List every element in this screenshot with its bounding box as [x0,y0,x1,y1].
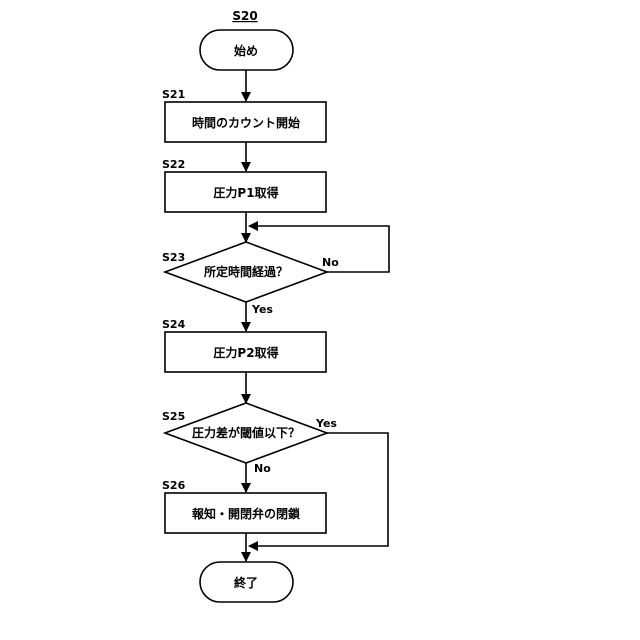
process-s24: 圧力P2取得 [165,332,326,372]
process-s21: 時間のカウント開始 [165,102,326,142]
process-s26-label: 報知・開閉弁の閉鎖 [192,506,301,521]
decision-s25: 圧力差が閾値以下？ [165,403,327,463]
step-label-s21: S21 [162,88,185,101]
edge-label-s23-yes: Yes [251,303,273,316]
diagram-title: S20 [232,9,257,23]
edge-label-s25-yes: Yes [315,417,337,430]
step-label-s25: S25 [162,410,185,423]
process-s26: 報知・開閉弁の閉鎖 [165,493,326,533]
edge-label-s23-no: No [322,256,339,269]
edge-label-s25-no: No [254,462,271,475]
step-label-s24: S24 [162,318,186,331]
decision-s23-label: 所定時間経過？ [204,264,288,279]
end-label: 終了 [234,575,258,590]
step-label-s23: S23 [162,251,185,264]
step-label-s26: S26 [162,479,186,492]
process-s21-label: 時間のカウント開始 [192,115,300,130]
end-terminal: 終了 [200,562,293,602]
decision-s23: 所定時間経過？ [165,242,327,302]
decision-s25-label: 圧力差が閾値以下？ [192,425,300,440]
process-s22-label: 圧力P1取得 [213,185,278,200]
process-s22: 圧力P1取得 [165,172,326,212]
step-label-s22: S22 [162,158,185,171]
start-terminal: 始め [200,30,293,70]
process-s24-label: 圧力P2取得 [213,345,278,360]
start-label: 始め [234,43,258,58]
